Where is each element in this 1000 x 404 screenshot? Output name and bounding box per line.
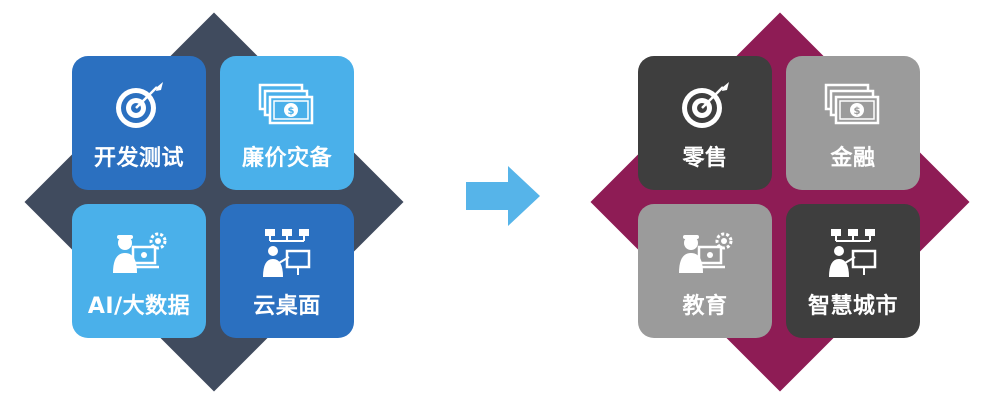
right-industry-group: 零售 $ 金融 <box>590 12 970 392</box>
money-stack-icon: $ <box>220 78 354 132</box>
tile-dev-test: 开发测试 <box>72 56 206 190</box>
tile-label-smart-city: 智慧城市 <box>807 294 898 319</box>
tile-education: 教育 <box>638 204 772 338</box>
money-stack-icon: $ <box>786 78 920 132</box>
tile-cheap-disaster-recovery: $ 廉价灾备 <box>220 56 354 190</box>
tile-label-cheap-disaster-recovery: 廉价灾备 <box>241 146 332 171</box>
tile-finance: $ 金融 <box>786 56 920 190</box>
target-icon <box>72 78 206 132</box>
presenter-network-icon <box>220 226 354 280</box>
tile-smart-city: 智慧城市 <box>786 204 920 338</box>
tile-retail: 零售 <box>638 56 772 190</box>
analyst-gear-icon <box>72 226 206 280</box>
target-icon <box>638 78 772 132</box>
svg-text:$: $ <box>288 106 295 117</box>
tile-label-retail: 零售 <box>682 146 728 171</box>
tile-label-finance: 金融 <box>830 146 876 171</box>
presenter-network-icon <box>786 226 920 280</box>
transition-arrow-icon <box>466 166 540 226</box>
tile-label-dev-test: 开发测试 <box>93 146 184 171</box>
tile-ai-big-data: AI/大数据 <box>72 204 206 338</box>
left-solution-group: 开发测试 $ 廉价灾备 <box>24 12 404 392</box>
analyst-gear-icon <box>638 226 772 280</box>
tile-label-ai-big-data: AI/大数据 <box>87 294 191 319</box>
tile-label-education: 教育 <box>682 294 728 319</box>
svg-text:$: $ <box>854 106 861 117</box>
tile-cloud-desktop: 云桌面 <box>220 204 354 338</box>
tile-label-cloud-desktop: 云桌面 <box>253 294 321 319</box>
